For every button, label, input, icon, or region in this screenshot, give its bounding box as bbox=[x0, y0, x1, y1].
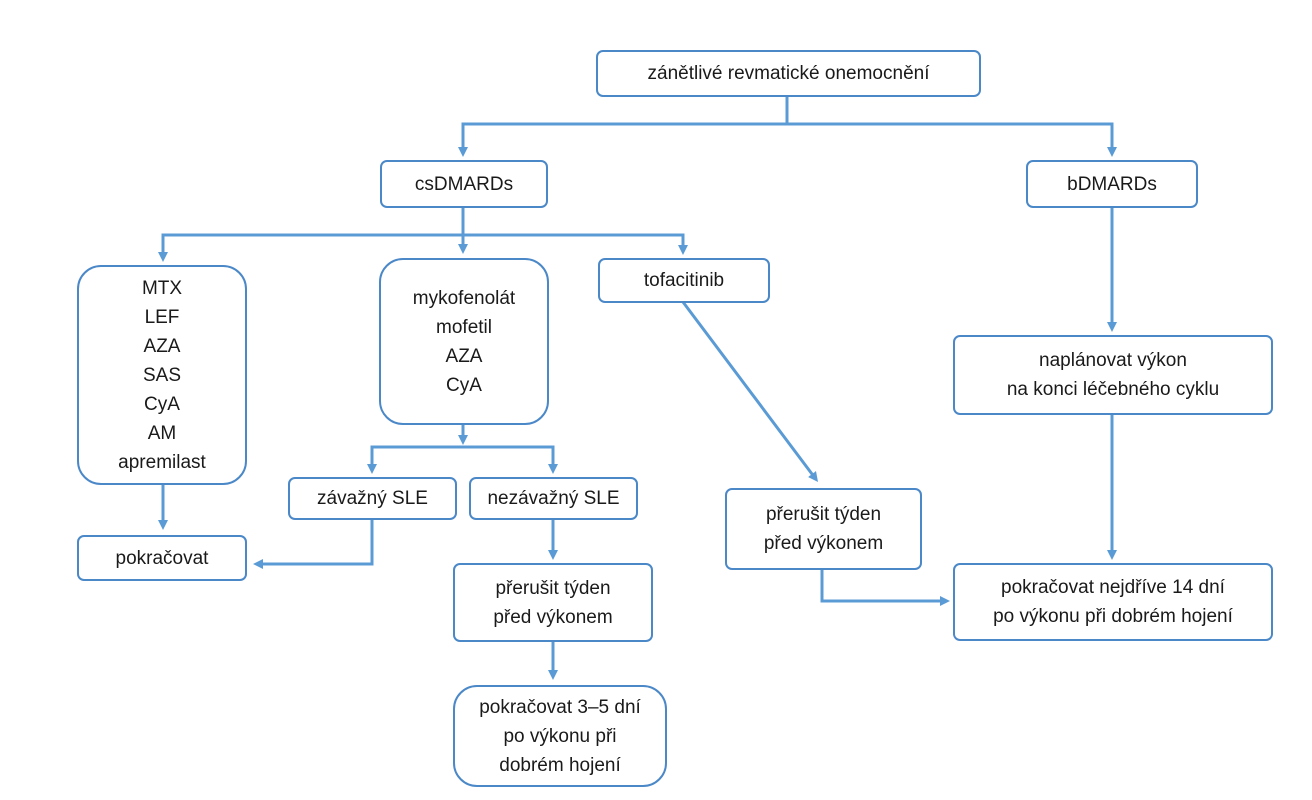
node-pokracovat: pokračovat bbox=[77, 535, 247, 581]
edge-csdmards-tofacitinib bbox=[463, 233, 688, 255]
node-tofacitinib: tofacitinib bbox=[598, 258, 770, 303]
edge-zavazny-pokracovat bbox=[253, 520, 374, 569]
node-zavazny-sle: závažný SLE bbox=[288, 477, 457, 520]
node-pokracovat-14-line-2: po výkonu při dobrém hojení bbox=[993, 606, 1233, 627]
node-mtx-line-1: MTX bbox=[141, 277, 183, 299]
edge-myko-zavazny bbox=[367, 445, 463, 474]
node-prerusit-tofacitinib: přerušit týden před výkonem bbox=[725, 488, 922, 570]
node-planovat: naplánovat výkon na konci léčebného cykl… bbox=[953, 335, 1273, 415]
node-pokracovat-14: pokračovat nejdříve 14 dní po výkonu při… bbox=[953, 563, 1273, 641]
node-mtx-line-5: CyA bbox=[144, 393, 180, 415]
node-prerusit-sle-line-1: přerušit týden bbox=[495, 577, 611, 599]
node-prerusit-tofa-line-1: přerušit týden bbox=[765, 504, 882, 525]
node-csdmards: csDMARDs bbox=[380, 160, 548, 208]
node-myko-line-1: mykofenolát bbox=[412, 287, 516, 309]
edge-csdmards-mtx bbox=[158, 233, 463, 262]
edge-myko-nezavazny bbox=[463, 445, 558, 474]
node-mtx-line-2: LEF bbox=[144, 306, 180, 328]
node-zavazny-line-1: závažný SLE bbox=[317, 488, 428, 509]
node-prerusit-sle-line-2: před výkonem bbox=[493, 606, 613, 628]
node-nezavazny-sle: nezávažný SLE bbox=[469, 477, 638, 520]
node-myko-line-2: mofetil bbox=[436, 316, 492, 338]
node-pokracovat-35: pokračovat 3–5 dní po výkonu při dobrém … bbox=[453, 685, 667, 787]
node-root: zánětlivé revmatické onemocnění bbox=[596, 50, 981, 97]
node-bdmards-line-1: bDMARDs bbox=[1067, 173, 1157, 195]
node-pokracovat-35-line-2: po výkonu při bbox=[503, 725, 617, 747]
node-planovat-line-1: naplánovat výkon bbox=[1039, 350, 1187, 371]
edge-tofacitinib-prerusit bbox=[681, 301, 818, 482]
node-pokracovat-14-line-1: pokračovat nejdříve 14 dní bbox=[1001, 577, 1225, 598]
edge-root-bdmards bbox=[787, 122, 1117, 157]
node-bdmards: bDMARDs bbox=[1026, 160, 1198, 208]
node-myko-group: mykofenolát mofetil AZA CyA bbox=[379, 258, 549, 425]
node-pokracovat-35-line-3: dobrém hojení bbox=[499, 754, 621, 776]
node-root-line-1: zánětlivé revmatické onemocnění bbox=[647, 63, 930, 84]
node-prerusit-tofa-line-2: před výkonem bbox=[763, 533, 884, 554]
node-mtx-line-7: apremilast bbox=[118, 451, 206, 473]
node-mtx-line-6: AM bbox=[147, 422, 177, 444]
node-pokracovat-line-1: pokračovat bbox=[115, 547, 209, 569]
edge-prerusit-pokracovat14 bbox=[820, 570, 950, 606]
edge-root-csdmards bbox=[458, 122, 787, 157]
node-planovat-line-2: na konci léčebného cyklu bbox=[1006, 379, 1220, 400]
node-mtx-line-4: SAS bbox=[142, 364, 182, 386]
node-mtx-group: MTX LEF AZA SAS CyA AM apremilast bbox=[77, 265, 247, 485]
node-pokracovat-35-line-1: pokračovat 3–5 dní bbox=[479, 696, 641, 718]
node-myko-line-3: AZA bbox=[445, 345, 483, 367]
node-csdmards-line-1: csDMARDs bbox=[414, 173, 514, 195]
node-myko-line-4: CyA bbox=[446, 374, 482, 396]
node-mtx-line-3: AZA bbox=[143, 335, 181, 357]
node-prerusit-sle: přerušit týden před výkonem bbox=[453, 563, 653, 642]
node-nezavazny-line-1: nezávažný SLE bbox=[487, 488, 620, 509]
node-tofacitinib-line-1: tofacitinib bbox=[643, 270, 725, 291]
